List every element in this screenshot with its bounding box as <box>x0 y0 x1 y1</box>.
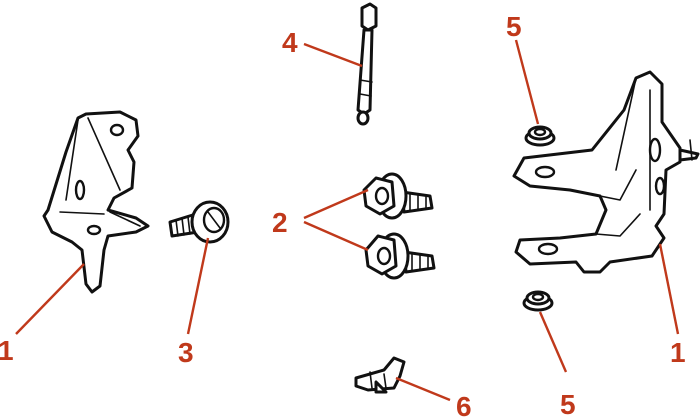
leader-line-pin <box>303 42 363 68</box>
callout-clip: 6 <box>456 391 472 419</box>
upper-bolt <box>362 172 434 220</box>
hinge-pin <box>356 2 378 126</box>
callout-screw: 3 <box>178 337 194 368</box>
right-hinge-bracket <box>512 70 700 274</box>
leader-line-bolt-upper <box>303 188 369 220</box>
leader-line-left-bracket <box>15 263 85 335</box>
leader-lines <box>15 39 680 402</box>
lower-nut <box>522 290 554 312</box>
left-hinge-bracket <box>42 110 150 294</box>
callout-left-bracket: 1 <box>0 335 14 366</box>
callout-bolts: 2 <box>272 207 288 238</box>
callout-right-bracket: 1 <box>670 337 686 368</box>
leader-line-screw <box>186 237 210 335</box>
screw <box>168 200 230 244</box>
callout-labels: 1 3 4 2 5 5 1 6 <box>0 11 686 419</box>
leader-line-nut-bottom <box>538 311 568 373</box>
leader-line-bolt-lower <box>303 220 369 252</box>
upper-nut <box>524 125 556 147</box>
callout-nut-top: 5 <box>506 11 522 42</box>
leader-line-right-bracket <box>658 243 680 335</box>
retaining-clip <box>354 356 406 394</box>
callout-nut-bottom: 5 <box>560 389 576 419</box>
callout-pin: 4 <box>282 27 298 58</box>
lower-bolt <box>364 232 436 280</box>
leader-line-nut-top <box>514 39 540 125</box>
leader-line-clip <box>395 376 451 402</box>
